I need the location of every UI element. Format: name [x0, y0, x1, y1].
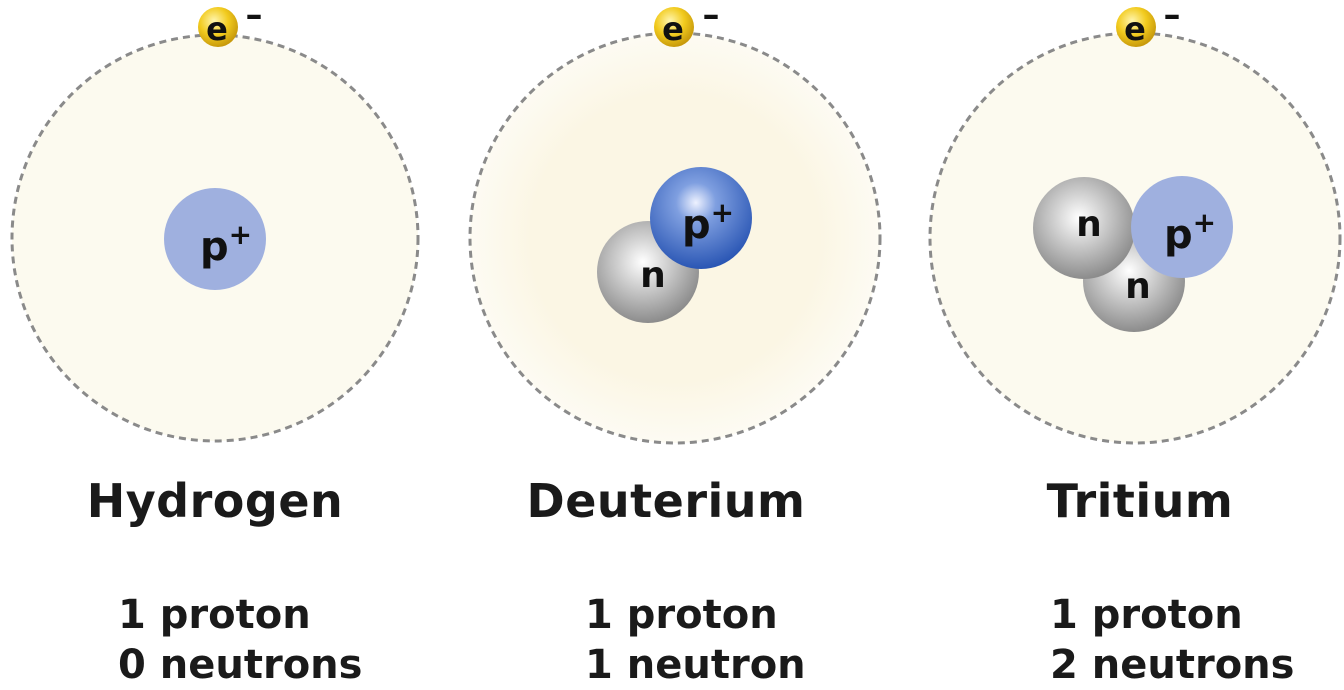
tritium-neutron-upper: n: [1033, 177, 1135, 279]
proton-charge: +: [711, 196, 734, 229]
svg-text:p+: p+: [1164, 206, 1216, 258]
deuterium-neutron-count: 1 neutron: [585, 642, 806, 688]
electron-charge: –: [246, 0, 263, 35]
deuterium-counts: 1 proton 1 neutron: [585, 590, 806, 690]
proton-charge: +: [229, 218, 252, 251]
tritium-atom: n n p+ e –: [928, 0, 1342, 445]
proton-label: p: [682, 202, 711, 248]
electron-charge: –: [1164, 0, 1181, 35]
hydrogen-title: Hydrogen: [86, 474, 344, 528]
electron-charge: –: [703, 0, 720, 35]
tritium-neutron-count: 2 neutrons: [1050, 642, 1295, 688]
deuterium-atom: n p+ e –: [468, 0, 882, 445]
tritium-title: Tritium: [1046, 474, 1234, 528]
tritium-electron: e –: [1116, 0, 1181, 48]
neutron-label: n: [640, 255, 666, 296]
svg-text:p+: p+: [682, 196, 734, 248]
svg-text:p+: p+: [200, 218, 252, 270]
hydrogen-counts: 1 proton 0 neutrons: [118, 590, 362, 690]
neutron-label: n: [1076, 204, 1102, 245]
hydrogen-proton-count: 1 proton: [118, 592, 311, 638]
electron-label: e: [1124, 10, 1146, 48]
deuterium-proton: p+: [650, 167, 752, 269]
hydrogen-atom: p+ e –: [10, 0, 420, 443]
deuterium-electron: e –: [654, 0, 720, 48]
hydrogen-neutron-count: 0 neutrons: [118, 642, 363, 688]
tritium-proton-count: 1 proton: [1050, 592, 1243, 638]
proton-charge: +: [1193, 206, 1216, 239]
tritium-proton: p+: [1131, 176, 1233, 278]
proton-label: p: [200, 224, 229, 270]
neutron-label: n: [1125, 266, 1151, 307]
electron-label: e: [662, 10, 684, 48]
hydrogen-proton: p+: [164, 188, 266, 290]
tritium-counts: 1 proton 2 neutrons: [1050, 590, 1294, 690]
proton-label: p: [1164, 212, 1193, 258]
electron-label: e: [206, 10, 228, 48]
deuterium-proton-count: 1 proton: [585, 592, 778, 638]
deuterium-title: Deuterium: [526, 474, 806, 528]
hydrogen-electron: e –: [198, 0, 263, 48]
